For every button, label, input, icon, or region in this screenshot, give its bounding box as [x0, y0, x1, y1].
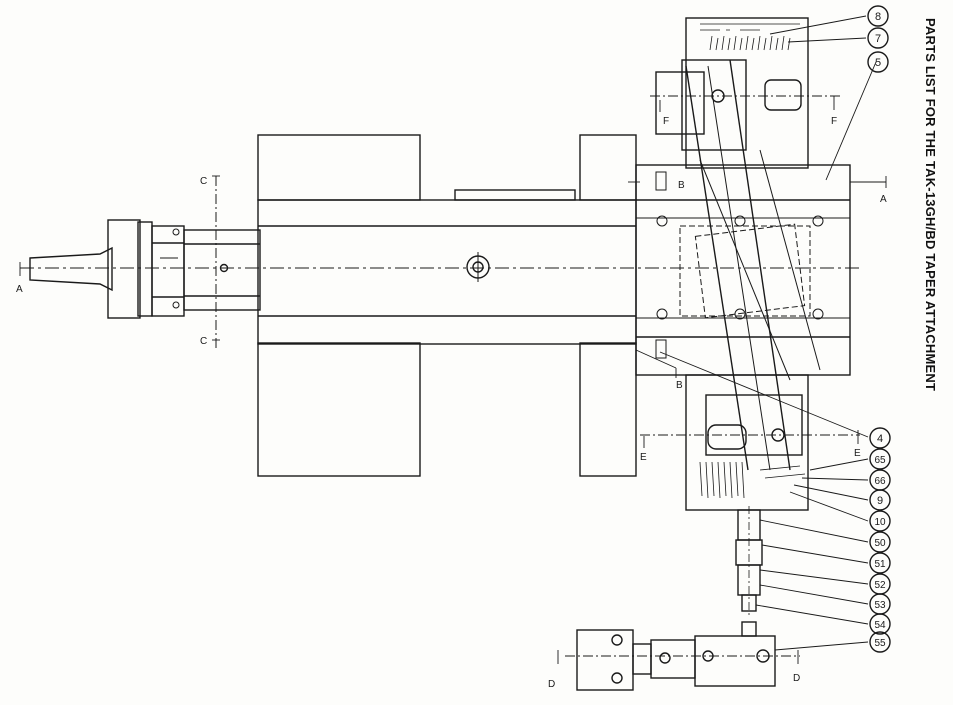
callout-10: 10 [869, 510, 891, 532]
svg-text:9: 9 [877, 495, 883, 507]
callout-55: 55 [869, 631, 891, 653]
section-label-f-right: F [831, 116, 837, 127]
section-label-f-left: F [663, 116, 669, 127]
section-label-c-top: C [200, 176, 207, 187]
svg-text:5: 5 [875, 57, 881, 69]
callout-53: 53 [869, 593, 891, 615]
callout-4: 4 [869, 427, 891, 449]
section-label-a-left: A [16, 284, 23, 295]
svg-text:53: 53 [874, 600, 886, 611]
callout-8: 8 [867, 5, 889, 27]
section-label-e-right: E [854, 448, 861, 459]
bottom-linkage [565, 621, 800, 691]
svg-text:51: 51 [874, 559, 886, 570]
lower-screw [735, 506, 763, 615]
svg-text:7: 7 [875, 33, 881, 45]
section-label-c-bottom: C [200, 336, 207, 347]
svg-text:10: 10 [874, 517, 886, 528]
guide-block-bottom [640, 374, 860, 511]
svg-text:50: 50 [874, 538, 886, 549]
callout-65: 65 [869, 448, 891, 470]
section-label-a-right: A [880, 194, 887, 205]
section-label-e-left: E [640, 452, 647, 463]
svg-text:4: 4 [877, 433, 883, 445]
callout-54: 54 [869, 613, 891, 635]
spindle-shaft [29, 176, 261, 348]
section-label-b-bottom: B [676, 380, 683, 391]
center-lines [19, 96, 887, 664]
svg-text:54: 54 [874, 620, 886, 631]
section-label-d-left: D [548, 679, 555, 690]
callout-7: 7 [867, 27, 889, 49]
svg-text:8: 8 [875, 11, 881, 23]
section-labels: A A C C B B F F E E D D [16, 116, 887, 690]
leader-lines [659, 15, 877, 651]
section-label-d-right: D [793, 673, 800, 684]
svg-text:52: 52 [874, 580, 886, 591]
callout-52: 52 [869, 573, 891, 595]
callout-9: 9 [869, 489, 891, 511]
callout-66: 66 [869, 469, 891, 491]
svg-text:55: 55 [874, 638, 886, 649]
slide-bar [635, 164, 851, 376]
drawing-title: PARTS LIST FOR THE TAK-13GH/BD TAPER ATT… [923, 18, 938, 392]
main-body [257, 134, 637, 477]
callouts: 8 7 5 4 65 66 9 10 50 51 52 53 54 55 [867, 5, 891, 653]
section-label-b-top: B [678, 180, 685, 191]
callout-5: 5 [867, 51, 889, 73]
callout-50: 50 [869, 531, 891, 553]
callout-51: 51 [869, 552, 891, 574]
svg-text:65: 65 [874, 455, 886, 466]
guide-block-top [650, 17, 840, 169]
svg-text:66: 66 [874, 476, 886, 487]
